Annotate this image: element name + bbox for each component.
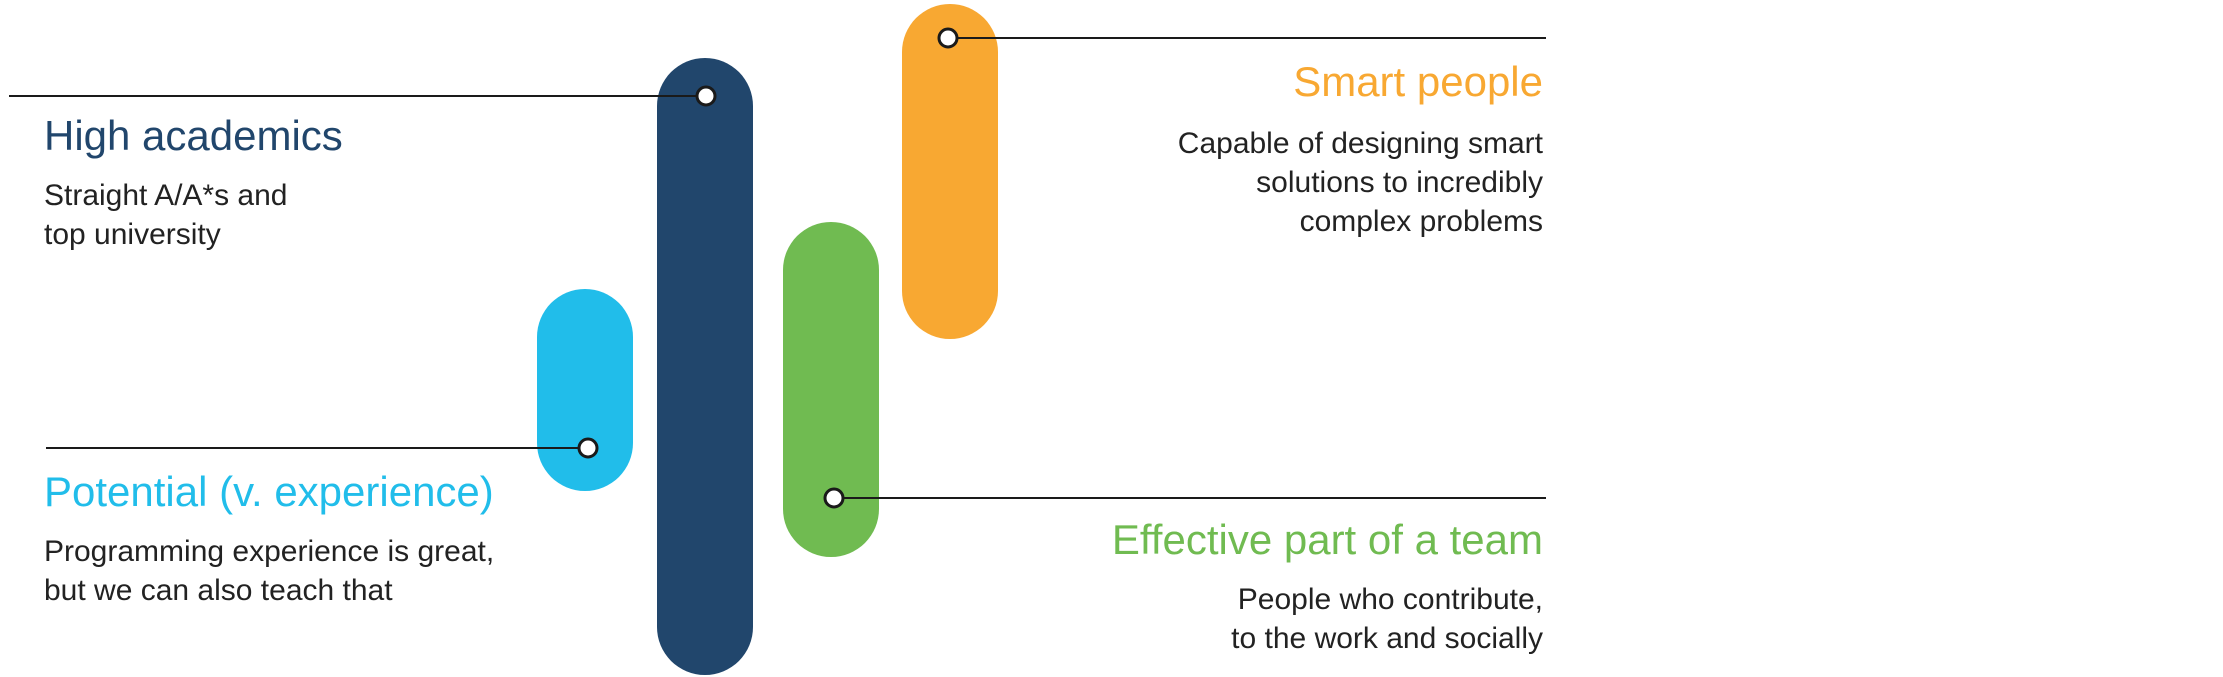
node-dot-high-academics [695, 85, 717, 107]
cyan-pill [537, 289, 633, 491]
potential-desc-line1: Programming experience is great, [44, 535, 495, 568]
effective-team-desc-line1: People who contribute, [1237, 583, 1543, 616]
smart-people-desc-line3: complex problems [1299, 205, 1543, 238]
high-academics-desc-line1: Straight A/A*s and [44, 179, 288, 212]
potential-desc-line2: but we can also teach that [44, 574, 393, 607]
navy-pill [657, 58, 753, 675]
smart-people-desc-line2: solutions to incredibly [1256, 166, 1543, 199]
smart-people-description: Capable of designing smart solutions to … [1178, 124, 1543, 241]
effective-team-title: Effective part of a team [1111, 516, 1543, 563]
effective-team-description: People who contribute, to the work and s… [1231, 580, 1543, 658]
node-dot-effective-team [823, 487, 845, 509]
effective-team-desc-line2: to the work and socially [1231, 622, 1543, 655]
orange-pill [902, 4, 998, 339]
potential-title: Potential (v. experience) [44, 468, 494, 515]
high-academics-desc-line2: top university [44, 218, 221, 251]
high-academics-title: High academics [44, 112, 343, 159]
smart-people-title: Smart people [1293, 58, 1543, 105]
potential-description: Programming experience is great, but we … [44, 532, 494, 610]
node-dot-potential [577, 437, 599, 459]
green-pill [783, 222, 879, 557]
high-academics-description: Straight A/A*s and top university [44, 176, 288, 254]
smart-people-desc-line1: Capable of designing smart [1177, 127, 1543, 160]
node-dot-smart-people [937, 27, 959, 49]
